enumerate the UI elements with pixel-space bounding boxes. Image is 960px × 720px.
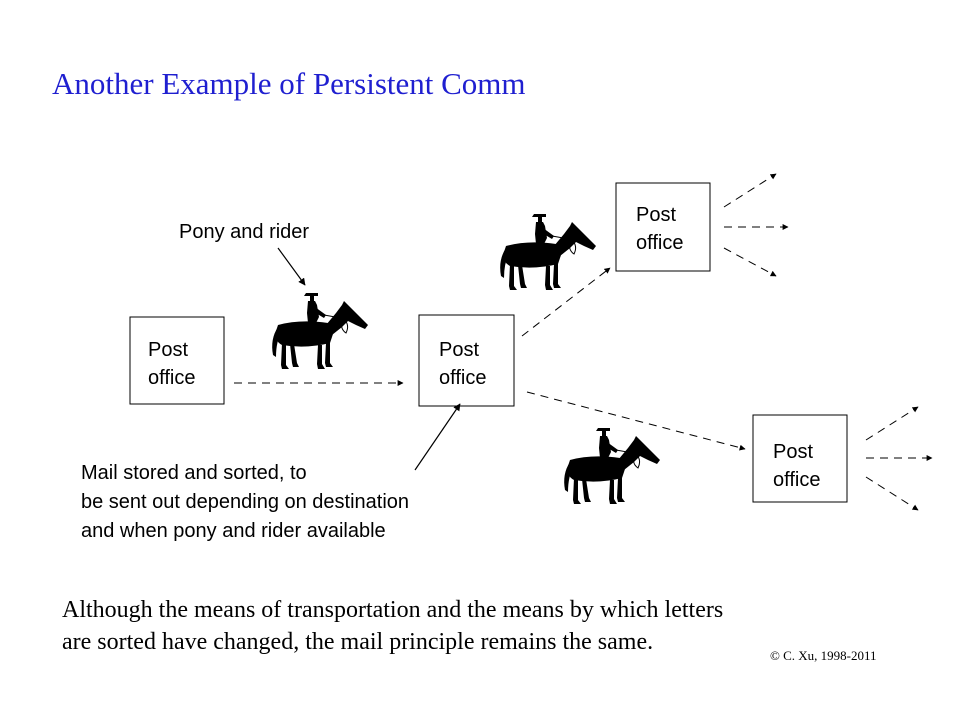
fanout-arrow-low	[865, 476, 919, 511]
horse-and-rider-icon	[499, 213, 597, 291]
post-office-box-center: Post office	[418, 314, 515, 407]
caption: Although the means of transportation and…	[62, 594, 942, 658]
caption-line-2: are sorted have changed, the mail princi…	[62, 629, 654, 655]
route-arrow-center-to-top-right	[521, 267, 611, 337]
post-office-box-top-right: Post office	[615, 182, 711, 272]
mail-note-line: be sent out depending on destination	[81, 491, 409, 513]
fanout-arrow-low	[723, 247, 777, 277]
slide-title: Another Example of Persistent Comm	[52, 66, 526, 101]
post-office-label: Post	[773, 441, 813, 463]
mail-note: Mail stored and sorted, to be sent out d…	[81, 462, 409, 542]
mail-note-pointer-arrow	[414, 403, 461, 471]
post-office-label: Post	[636, 204, 676, 226]
copyright-notice: © C. Xu, 1998-2011	[770, 648, 877, 663]
post-office-label: office	[439, 367, 486, 389]
fanout-arrow-top	[723, 173, 777, 208]
caption-line-1: Although the means of transportation and…	[62, 597, 724, 623]
horse-and-rider-icon	[563, 427, 661, 505]
post-office-label: office	[148, 367, 195, 389]
fanout-arrow-top	[865, 406, 919, 441]
post-office-label: office	[773, 469, 820, 491]
pony-pointer-arrow	[277, 247, 306, 286]
route-arrow-center-to-bottom-right	[526, 391, 746, 451]
mail-note-line: and when pony and rider available	[81, 520, 386, 542]
pony-and-rider-label: Pony and rider	[179, 221, 309, 243]
post-office-box-left: Post office	[129, 316, 225, 405]
horse-and-rider-icon	[271, 292, 369, 370]
post-office-label: office	[636, 232, 683, 254]
post-office-box-bottom-right: Post office	[752, 414, 848, 503]
post-office-label: Post	[148, 339, 188, 361]
post-office-label: Post	[439, 339, 479, 361]
mail-note-line: Mail stored and sorted, to	[81, 462, 307, 484]
